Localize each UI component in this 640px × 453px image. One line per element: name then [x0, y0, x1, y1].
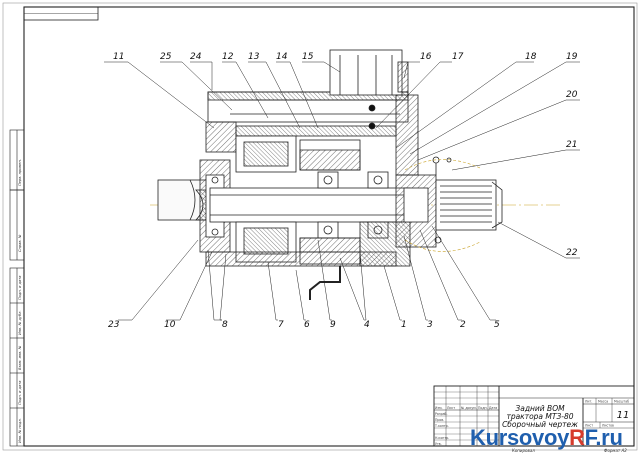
tb-col-header-2: Масштаб	[614, 400, 629, 404]
side-strip-second-box: Справ. №	[18, 234, 22, 252]
callout-19: 19	[566, 52, 578, 62]
callout-8: 8	[222, 320, 228, 330]
callout-16: 16	[420, 52, 432, 62]
callout-3: 3	[427, 320, 433, 330]
callout-15: 15	[302, 52, 314, 62]
watermark-part-1: Kursovoy	[470, 425, 570, 450]
callout-23: 23	[108, 320, 120, 330]
side-strip-box-3: Взам. инв. №	[18, 345, 22, 370]
tb-copied-by: Копировал	[512, 448, 535, 453]
watermark-part-3: F.ru	[584, 425, 623, 450]
tb-left-row-1: Пров.	[435, 418, 444, 422]
tb-left-row-0: Разраб.	[435, 412, 448, 416]
callout-5: 5	[494, 320, 500, 330]
callout-7: 7	[278, 320, 284, 330]
callout-labels: 11 25 24 12 13 14 15 16 17 18 19 20 21 2…	[108, 52, 578, 330]
tb-sheets-label: Листов	[602, 424, 614, 428]
tb-row-header-0: Изм.	[435, 406, 443, 410]
callout-13: 13	[248, 52, 260, 62]
callout-leaders	[104, 61, 580, 321]
callout-1: 1	[401, 320, 407, 330]
tb-sheet-label: Лист	[585, 424, 593, 428]
side-strip-box-2: Инв. № дубл.	[18, 310, 22, 335]
callout-17: 17	[452, 52, 464, 62]
output-splines	[435, 179, 503, 231]
callout-6: 6	[304, 320, 310, 330]
callout-25: 25	[160, 52, 172, 62]
title-block	[433, 385, 635, 447]
callout-12: 12	[222, 52, 234, 62]
callout-9: 9	[330, 320, 336, 330]
callout-2: 2	[460, 320, 466, 330]
callout-14: 14	[276, 52, 288, 62]
side-strip	[9, 129, 25, 447]
tb-left-row-4: Утв.	[435, 442, 442, 446]
tb-col-header-0: Лит.	[585, 400, 592, 404]
callout-4: 4	[364, 320, 370, 330]
assembly-section	[150, 49, 560, 300]
side-strip-box-4: Подп. и дата	[18, 381, 22, 405]
tb-left-row-2: Т.контр.	[434, 424, 449, 428]
title-line-1: Задний ВОМ	[515, 404, 565, 413]
callout-24: 24	[190, 52, 202, 62]
tb-col-header-1: Масса	[598, 400, 608, 404]
title-line-3: Сборочный чертеж	[502, 420, 578, 429]
tb-row-header-1: Лист	[447, 406, 455, 410]
side-strip-top-box: Перв. примен.	[18, 159, 22, 186]
tb-row-header-2: № докум.	[461, 406, 477, 410]
side-strip-box-1: Подп. и дата	[18, 276, 22, 300]
callout-20: 20	[566, 90, 578, 100]
tb-left-row-3: Н.контр.	[435, 436, 449, 440]
callout-21: 21	[566, 140, 577, 150]
callout-11: 11	[113, 52, 124, 62]
callout-10: 10	[164, 320, 176, 330]
tb-row-header-4: Дата	[489, 406, 497, 410]
side-strip-box-5: Инв. № подл.	[18, 418, 22, 443]
tb-row-header-3: Подп.	[478, 406, 488, 410]
sheet-number: 11	[617, 410, 630, 421]
top-left-stamp	[23, 6, 99, 21]
title-line-2: трактора МТЗ-80	[506, 412, 573, 421]
tb-format: Формат А2	[604, 448, 627, 453]
watermark-logo: KursovoyRF.ru	[470, 423, 640, 453]
callout-18: 18	[525, 52, 537, 62]
callout-22: 22	[566, 248, 578, 258]
watermark-part-2: R	[569, 425, 585, 450]
